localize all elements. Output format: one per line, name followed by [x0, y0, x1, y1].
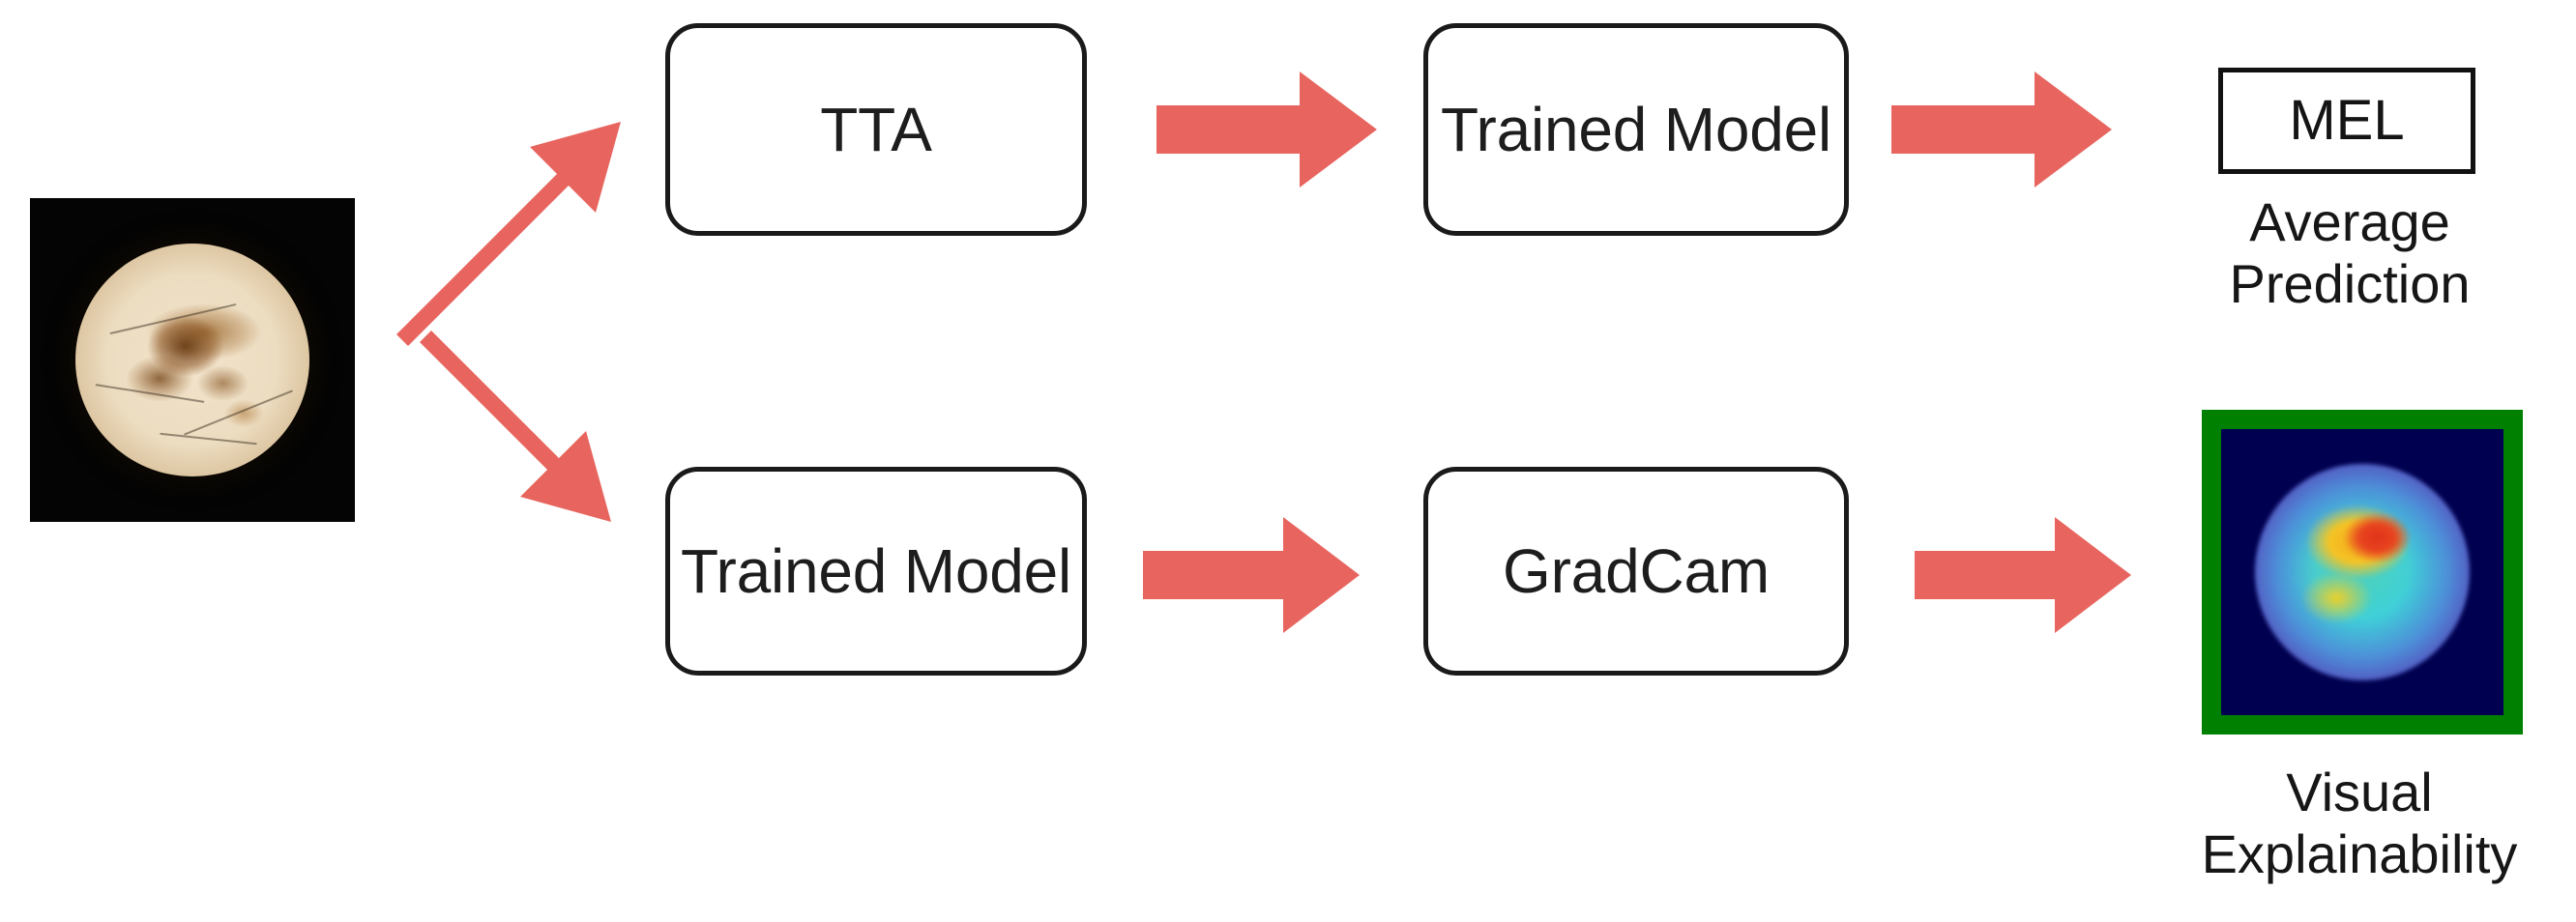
node-trained-model-bottom-label: Trained Model: [680, 536, 1072, 606]
node-tta-label: TTA: [820, 95, 932, 164]
node-trained-model-top[interactable]: Trained Model: [1423, 23, 1849, 236]
output-gradcam-image: [2202, 410, 2523, 735]
visual-explainability-caption: Visual Explainability: [2201, 762, 2518, 884]
node-gradcam[interactable]: GradCam: [1423, 467, 1849, 676]
node-gradcam-label: GradCam: [1502, 536, 1770, 606]
gradcam-activation-blob: [2255, 463, 2470, 681]
average-prediction-caption: Average Prediction: [2229, 191, 2471, 314]
arrow-trained-model-to-mel: [1891, 72, 2112, 187]
arrow-trained-model-to-gradcam: [1143, 517, 1360, 633]
lesion-region: [75, 243, 309, 477]
input-lesion-image: [30, 198, 355, 522]
node-tta[interactable]: TTA: [665, 23, 1087, 236]
arrow-gradcam-to-visual: [1915, 517, 2131, 633]
arrow-input-to-trained-model: [387, 331, 611, 522]
branch-arrows: [387, 122, 621, 522]
gradcam-heatmap: [2221, 429, 2503, 715]
output-mel-label: MEL: [2289, 89, 2405, 152]
output-mel-box: MEL: [2218, 68, 2475, 174]
node-trained-model-bottom[interactable]: Trained Model: [665, 467, 1087, 676]
arrow-tta-to-trained-model: [1156, 72, 1377, 187]
arrow-input-to-tta: [396, 122, 621, 346]
node-trained-model-top-label: Trained Model: [1440, 95, 1832, 164]
